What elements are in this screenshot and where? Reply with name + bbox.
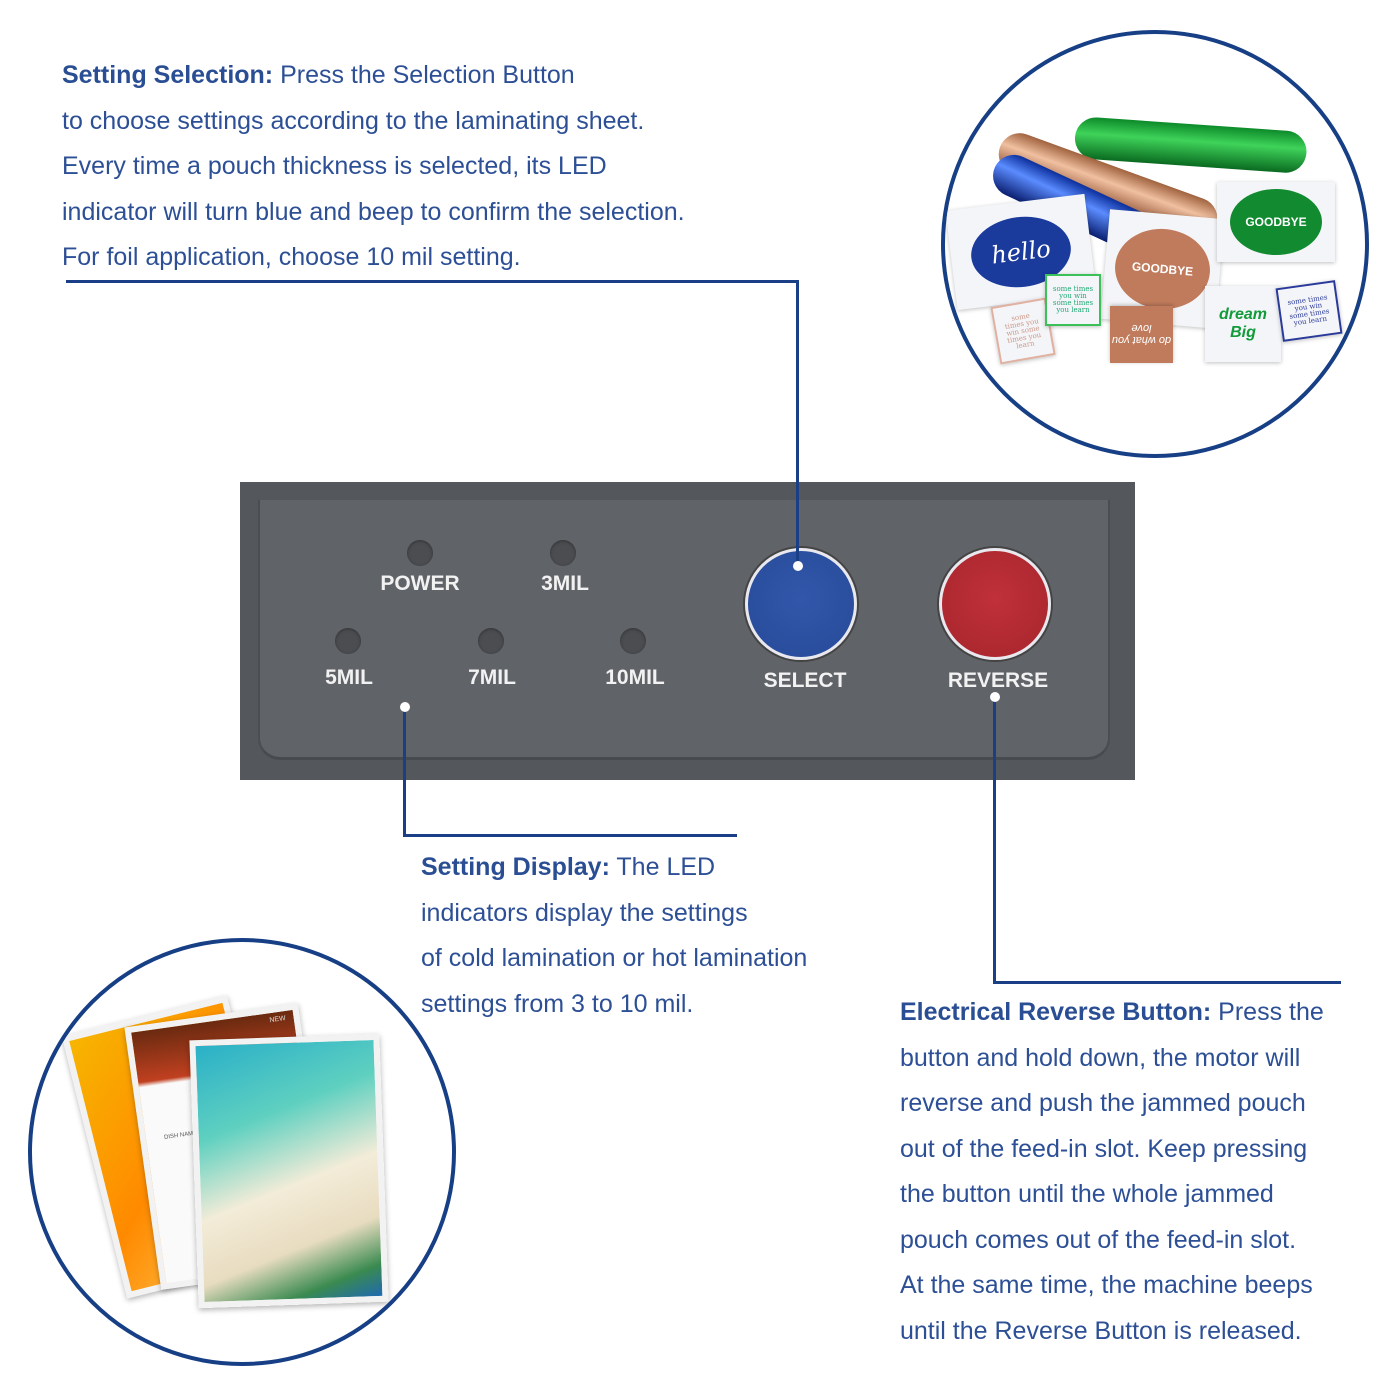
led-power	[407, 540, 433, 566]
led-7mil	[478, 628, 504, 654]
selection-leader-dot	[793, 561, 803, 571]
text-line: indicator will turn blue and beep to con…	[62, 197, 685, 226]
setting-display-description: Setting Display: The LED indicators disp…	[421, 845, 807, 1027]
label-7mil: 7MIL	[468, 666, 516, 689]
selection-leader-line	[66, 280, 799, 283]
text-line: Every time a pouch thickness is selected…	[62, 152, 607, 180]
label-5mil: 5MIL	[325, 666, 373, 689]
label-select: SELECT	[763, 669, 847, 692]
selection-leader-line-vertical	[796, 280, 799, 566]
setting-display-heading: Setting Display:	[421, 853, 610, 881]
display-leader-line	[403, 834, 737, 837]
text-line: button and hold down, the motor will	[900, 1043, 1301, 1072]
sticker-quote-navy: some times you win some times you learn	[1275, 280, 1343, 342]
sticker-goodbye-green: GOODBYE	[1217, 182, 1335, 262]
text-line: pouch comes out of the feed-in slot.	[900, 1225, 1297, 1254]
label-reverse: REVERSE	[947, 669, 1049, 692]
label-power: POWER	[380, 572, 460, 595]
led-3mil	[550, 540, 576, 566]
led-10mil	[620, 628, 646, 654]
label-3mil: 3MIL	[541, 572, 589, 595]
control-panel: POWER 3MIL 5MIL 7MIL 10MIL SELECT REVERS…	[240, 482, 1135, 780]
sticker-quote-green: some times you win some times you learn	[1045, 274, 1101, 326]
text-line: of cold lamination or hot lamination	[421, 944, 808, 972]
text-line: At the same time, the machine beeps	[900, 1271, 1313, 1299]
text-line: the button until the whole jammed	[900, 1180, 1274, 1208]
pouch-beach-photo	[189, 1033, 389, 1309]
text-line: out of the feed-in slot. Keep pressing	[900, 1134, 1308, 1163]
reverse-leader-dot	[990, 692, 1000, 702]
reverse-button-heading: Electrical Reverse Button:	[900, 998, 1212, 1026]
reverse-leader-line-vertical	[993, 697, 996, 984]
text-line: reverse and push the jammed pouch	[900, 1089, 1306, 1117]
reverse-leader-line	[993, 981, 1341, 984]
reverse-button[interactable]	[939, 548, 1051, 660]
text-line: settings from 3 to 10 mil.	[421, 989, 694, 1018]
text-line: Press the	[1211, 998, 1324, 1026]
text-line: Press the Selection Button	[273, 61, 575, 89]
sticker-do-what-you-love: do what you love	[1110, 306, 1173, 363]
laminating-pouches-illustration: DISH NAME NEW	[28, 938, 456, 1366]
menu-badge: NEW	[269, 1014, 287, 1025]
text-line: For foil application, choose 10 mil sett…	[62, 243, 521, 271]
display-leader-line-vertical	[403, 707, 406, 837]
setting-selection-description: Setting Selection: Press the Selection B…	[62, 53, 685, 281]
led-5mil	[335, 628, 361, 654]
sticker-dream-big: dream Big	[1205, 286, 1281, 362]
text-line: until the Reverse Button is released.	[900, 1316, 1302, 1345]
text-line: to choose settings according to the lami…	[62, 106, 645, 135]
label-10mil: 10MIL	[605, 666, 665, 689]
reverse-button-description: Electrical Reverse Button: Press the but…	[900, 990, 1324, 1354]
text-line: The LED	[609, 853, 716, 881]
setting-selection-heading: Setting Selection:	[62, 61, 274, 89]
display-leader-dot	[400, 702, 410, 712]
text-line: indicators display the settings	[421, 898, 748, 927]
foil-stickers-illustration: hello GOODBYE GOODBYE some times you win…	[941, 30, 1369, 458]
